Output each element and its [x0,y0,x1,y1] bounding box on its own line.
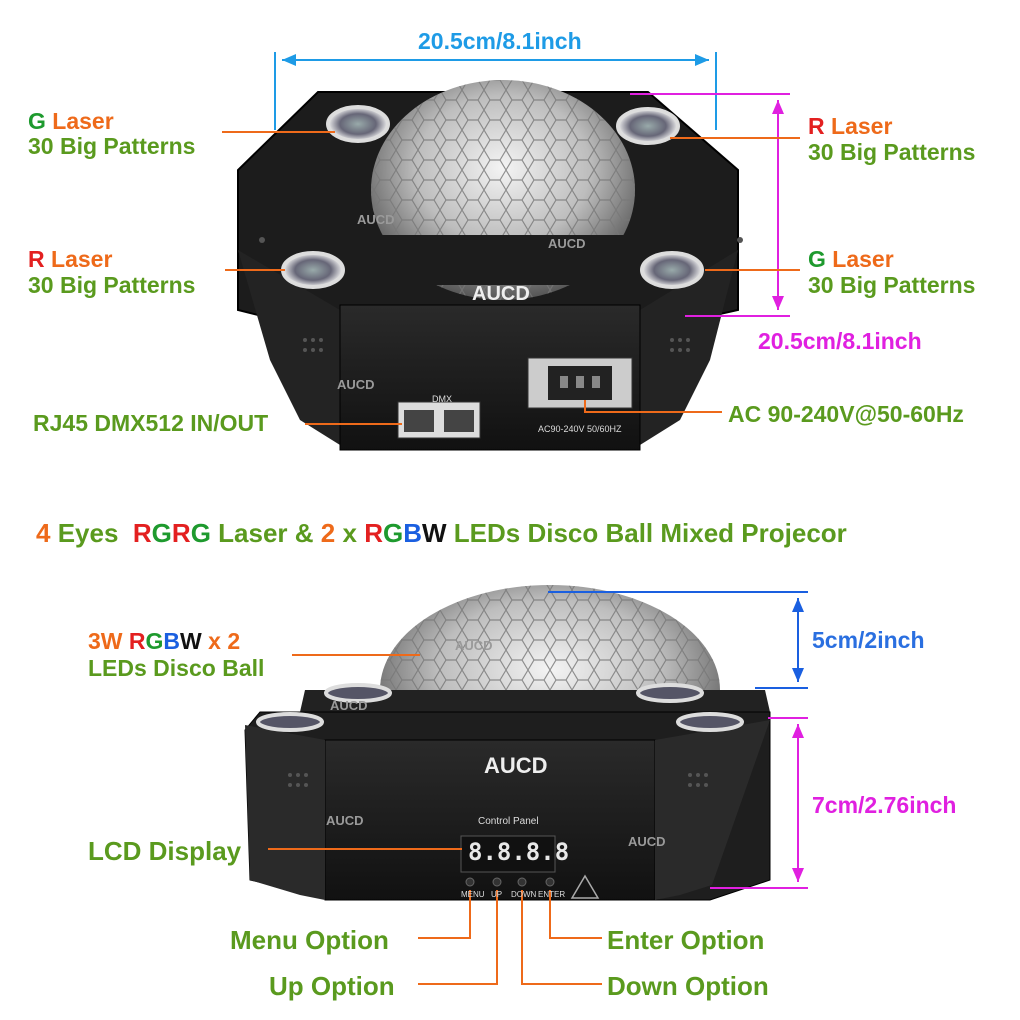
right-bottom-patterns: 30 Big Patterns [808,272,976,298]
right-bottom-laser-label: G Laser [808,246,894,272]
laser-lens-top-left [326,105,390,143]
top-depth-label: 20.5cm/8.1inch [758,328,922,354]
top-dimension-lines [274,52,790,317]
down-button [517,877,527,887]
enter-option-label: Enter Option [607,925,765,955]
rj45-label: RJ45 DMX512 IN/OUT [33,410,269,436]
front-logo: AUCD [484,753,548,778]
menu-button-text: MENU [461,890,485,899]
top-logo: AUCD [472,283,530,305]
right-top-laser-label: R Laser [808,113,893,139]
right-top-patterns: 30 Big Patterns [808,139,976,165]
watermark: AUCD [330,698,368,713]
front-dimension-lines [548,591,808,889]
up-option-label: Up Option [269,971,395,1001]
enter-button [545,877,555,887]
led-label-line1: 3W RGBW x 2 [88,628,241,654]
left-top-patterns: 30 Big Patterns [28,133,196,159]
watermark: AUCD [337,377,375,392]
laser-lens-bottom-right [640,251,704,289]
watermark: AUCD [548,236,586,251]
dome-height-label: 5cm/2inch [812,627,925,653]
lcd-display [460,835,556,873]
top-view-fixture [237,80,743,451]
top-width-label: 20.5cm/8.1inch [418,28,582,54]
control-panel-text: Control Panel [478,816,539,827]
down-button-text: DOWN [511,890,537,899]
watermark: AUCD [357,212,395,227]
power-rating-text: AC90-240V 50/60HZ [538,424,622,434]
left-bottom-laser-label: R Laser [28,246,113,272]
headline: 4 Eyes RGRG Laser & 2 x RGBW LEDs Disco … [36,518,847,548]
up-button [492,877,502,887]
menu-option-label: Menu Option [230,925,389,955]
enter-button-text: ENTER [538,890,566,899]
left-bottom-patterns: 30 Big Patterns [28,272,196,298]
top-pointer-lines [222,131,800,425]
led-label-line2: LEDs Disco Ball [88,655,265,681]
left-top-laser-label: G Laser [28,108,114,134]
watermark: AUCD [455,638,493,653]
menu-button [465,877,475,887]
watermark: AUCD [326,813,364,828]
laser-lens-bottom-left [281,251,345,289]
laser-lens-top-right [616,107,680,145]
ac-label: AC 90-240V@50-60Hz [728,401,964,427]
body-height-label: 7cm/2.76inch [812,792,957,818]
up-button-text: UP [491,890,503,899]
down-option-label: Down Option [607,971,769,1001]
watermark: AUCD [628,834,666,849]
front-pointer-lines [268,654,602,985]
front-view-fixture [244,585,771,901]
lcd-digits: 8.8.8.8 [468,838,570,866]
lcd-display-label: LCD Display [88,836,242,866]
dmx-text: DMX [432,394,452,404]
